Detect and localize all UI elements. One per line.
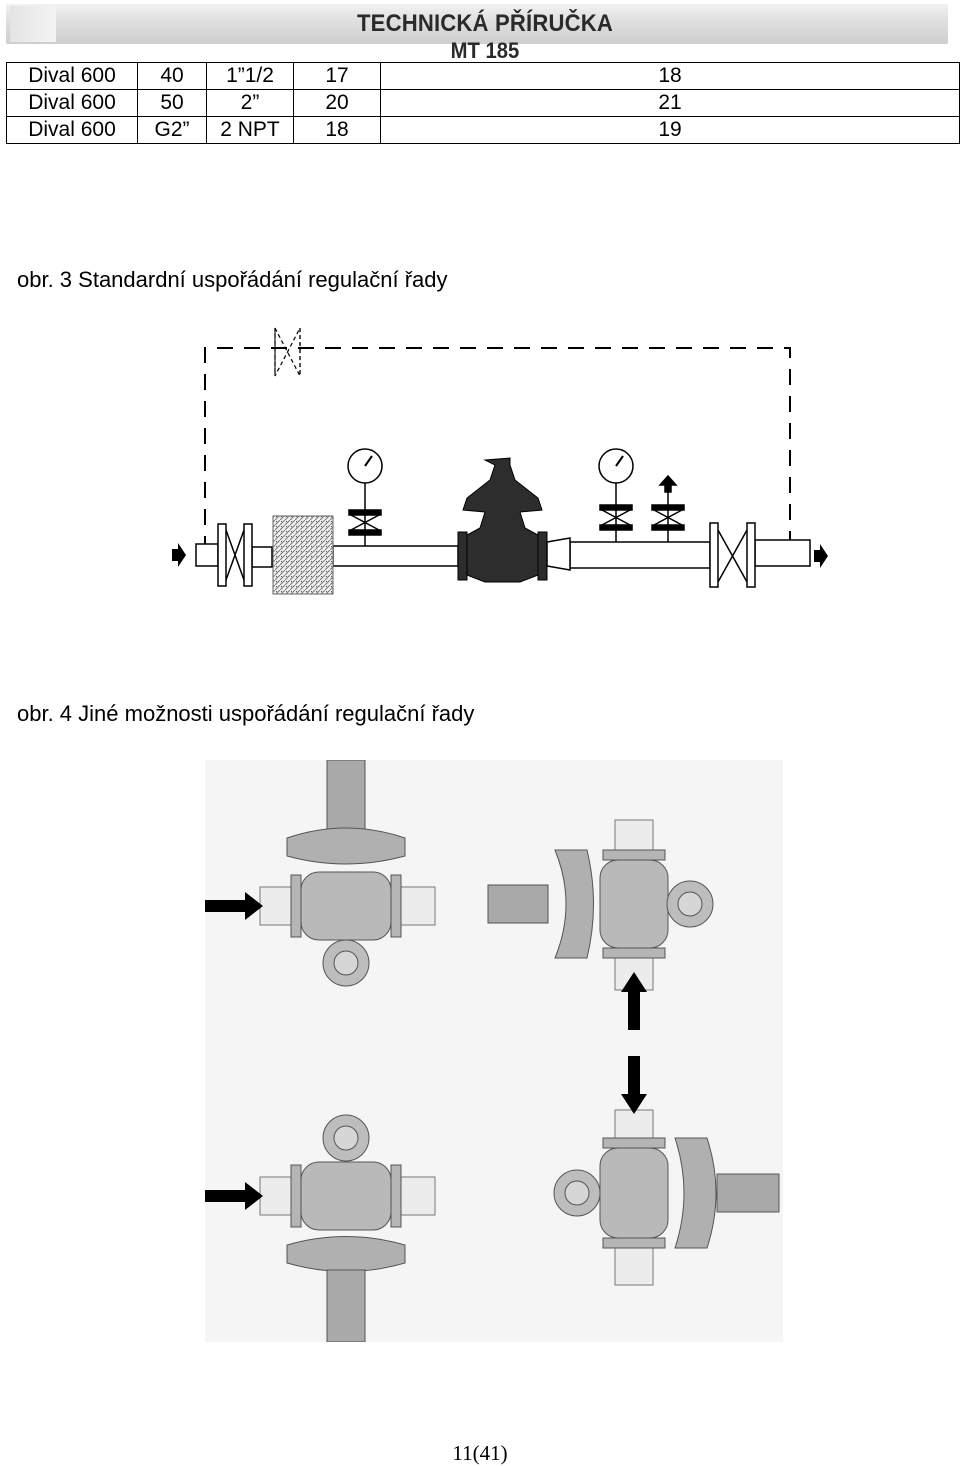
inlet-valve-icon	[217, 523, 253, 587]
figure-3-schematic	[172, 327, 828, 595]
table-cell: 20	[293, 89, 381, 117]
filter-icon	[272, 515, 334, 595]
table-row: Dival 600 50 2” 20 21	[6, 89, 960, 117]
header-band	[6, 4, 948, 44]
arrangement-bottom-left	[205, 1114, 436, 1342]
arrangement-top-left	[205, 760, 436, 987]
outlet-valve-icon	[709, 522, 756, 588]
document-title: TECHNICKÁ PŘÍRUČKA	[356, 10, 613, 37]
page-number: 11(41)	[452, 1441, 508, 1465]
document-subtitle: MT 185	[450, 38, 520, 63]
reducer-icon	[546, 537, 571, 571]
figure-4-caption: obr. 4 Jiné možnosti uspořádání regulačn…	[17, 701, 475, 726]
table-row: Dival 600 40 1”1/2 17 18	[6, 62, 960, 90]
table-cell: 17	[293, 62, 381, 90]
outlet-gauge-icon	[598, 448, 634, 542]
figure-4-arrangements	[205, 760, 783, 1342]
inlet-gauge-icon	[347, 448, 383, 546]
bypass-valve-icon	[274, 327, 301, 377]
table-cell: 2 NPT	[206, 116, 294, 144]
table-cell: G2”	[137, 116, 207, 144]
outlet-arrow-icon	[814, 544, 828, 568]
table-cell: Dival 600	[6, 62, 138, 90]
table-cell: 50	[137, 89, 207, 117]
table-cell: 2”	[206, 89, 294, 117]
relief-valve-icon	[651, 474, 685, 542]
table-cell: Dival 600	[6, 89, 138, 117]
table-cell: 1”1/2	[206, 62, 294, 90]
inlet-arrow-icon	[172, 543, 186, 567]
table-cell: 21	[380, 89, 960, 117]
header-swatch	[10, 6, 56, 42]
table-cell: 40	[137, 62, 207, 90]
table-cell: 19	[380, 116, 960, 144]
arrangement-top-right	[487, 819, 714, 1030]
table-row: Dival 600 G2” 2 NPT 18 19	[6, 116, 960, 144]
pressure-regulator-icon	[457, 457, 548, 583]
figure-3-caption: obr. 3 Standardní uspořádání regulační ř…	[17, 267, 448, 292]
bypass-line	[204, 347, 791, 552]
table-cell: 18	[380, 62, 960, 90]
table-cell: 18	[293, 116, 381, 144]
specs-table: Dival 600 40 1”1/2 17 18 Dival 600 50 2”…	[6, 62, 960, 144]
arrangement-bottom-right	[553, 1056, 780, 1286]
table-cell: Dival 600	[6, 116, 138, 144]
